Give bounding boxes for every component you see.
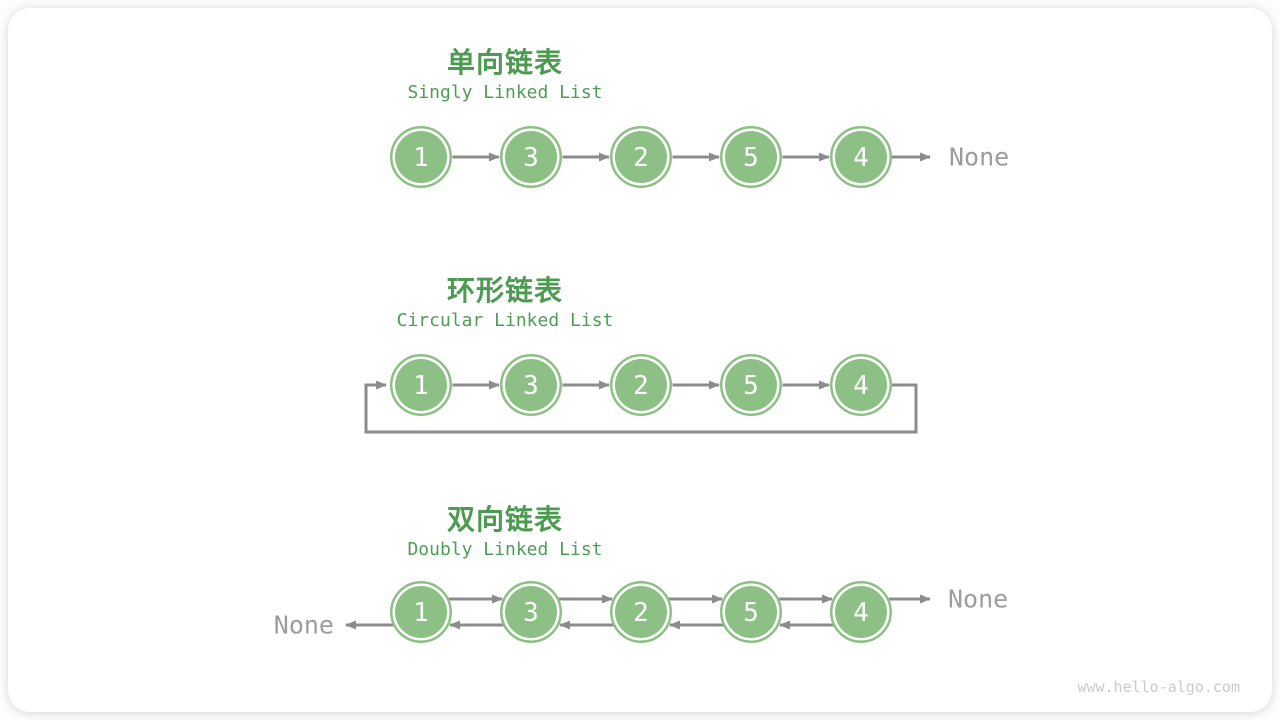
node-outer-ring	[390, 126, 452, 188]
section-title-en: Circular Linked List	[396, 310, 614, 331]
node-outer-ring	[830, 581, 892, 643]
loop-back-arrow	[364, 380, 918, 434]
node-outer-ring	[500, 126, 562, 188]
node-outer-ring	[390, 354, 452, 416]
node-outer-ring	[720, 581, 782, 643]
none-label: None	[274, 611, 334, 640]
none-label: None	[949, 143, 1009, 172]
node-outer-ring	[720, 354, 782, 416]
node-circle	[505, 131, 557, 183]
node-outer-ring	[610, 126, 672, 188]
section-header-doubly: 双向链表 Doubly Linked List	[255, 503, 755, 563]
node-value: 3	[523, 598, 539, 628]
node-circle	[835, 586, 887, 638]
node-value: 3	[523, 371, 539, 401]
node-value: 1	[413, 143, 429, 173]
node-value: 5	[743, 143, 759, 173]
none-label: None	[948, 585, 1008, 614]
circular-linked-list-diagram: 1 3 2 5 4	[364, 354, 918, 434]
node-value: 1	[413, 598, 429, 628]
node-circle	[725, 131, 777, 183]
node-value: 2	[633, 371, 649, 401]
node-value: 1	[413, 371, 429, 401]
section-title-zh: 双向链表	[446, 504, 563, 535]
section-header-singly: 单向链表 Singly Linked List	[255, 46, 755, 106]
node-outer-ring	[500, 354, 562, 416]
node-value: 4	[853, 143, 869, 173]
node-circle	[395, 131, 447, 183]
node-circle	[505, 359, 557, 411]
node-value: 3	[523, 143, 539, 173]
node-value: 5	[743, 598, 759, 628]
node-circle	[505, 586, 557, 638]
node-circle	[615, 586, 667, 638]
node-value: 5	[743, 371, 759, 401]
node-outer-ring	[610, 581, 672, 643]
node-circle	[395, 586, 447, 638]
section-title-en: Doubly Linked List	[407, 539, 603, 560]
node-circle	[725, 586, 777, 638]
node-value: 2	[633, 143, 649, 173]
node-circle	[835, 131, 887, 183]
node-outer-ring	[610, 354, 672, 416]
node-circle	[615, 359, 667, 411]
node-circle	[835, 359, 887, 411]
node-outer-ring	[500, 581, 562, 643]
section-title-en: Singly Linked List	[407, 82, 603, 103]
singly-linked-list-diagram: None 1 3 2 5 4	[390, 126, 1009, 188]
node-circle	[395, 359, 447, 411]
watermark-url: www.hello-algo.com	[1077, 678, 1240, 696]
section-header-circular: 环形链表 Circular Linked List	[255, 274, 755, 334]
node-value: 2	[633, 598, 649, 628]
node-outer-ring	[830, 354, 892, 416]
node-circle	[725, 359, 777, 411]
node-outer-ring	[390, 581, 452, 643]
section-title-zh: 单向链表	[446, 47, 563, 78]
node-outer-ring	[830, 126, 892, 188]
node-value: 4	[853, 598, 869, 628]
node-outer-ring	[720, 126, 782, 188]
node-circle	[615, 131, 667, 183]
node-value: 4	[853, 371, 869, 401]
section-title-zh: 环形链表	[446, 275, 563, 306]
